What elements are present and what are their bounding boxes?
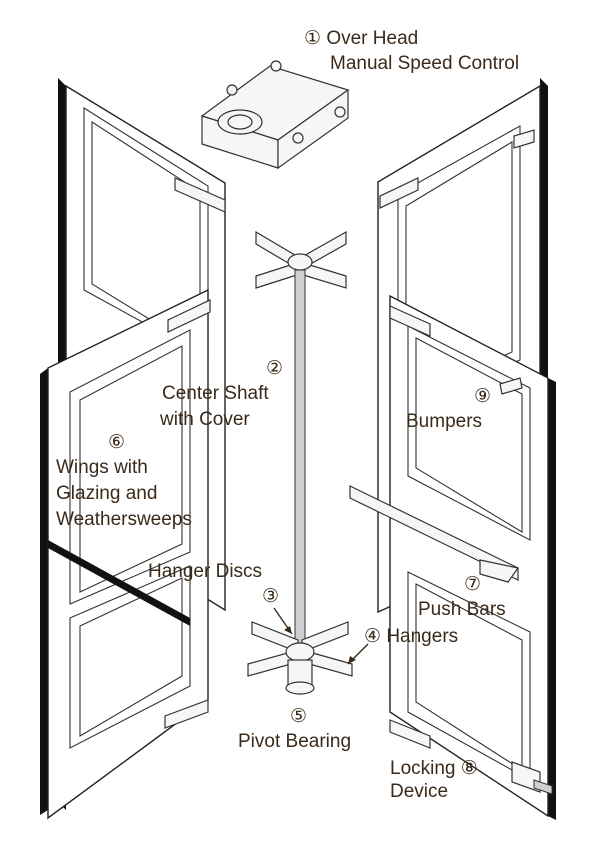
leader-lines [273,607,369,665]
center-shaft-text-2: with Cover [160,409,250,430]
wings-text-3: Weathersweeps [56,509,192,530]
hanger-discs-number: ③ [262,585,280,607]
speed-control-number: ① [304,27,322,49]
left-front-wing [40,288,211,820]
center-shaft-number: ② [266,357,284,379]
speed-control-label: ① Over Head [304,26,418,51]
hanger-discs-text: Hanger Discs [148,561,263,582]
locking-label: Locking ⑧ [390,756,478,781]
push-bar [349,485,520,583]
speed-control-text-1: Over Head [326,28,419,49]
hangers-text: Hangers [386,626,459,647]
upper-hanger-assembly [255,230,347,289]
pivot-bearing-number: ⑤ [290,705,308,727]
pivot-bearing-text: Pivot Bearing [238,731,352,752]
push-bars-text: Push Bars [418,599,506,620]
bumpers-number: ⑨ [474,385,492,407]
center-shaft-text-1: Center Shaft [162,383,269,404]
hangers-label: ④ Hangers [364,624,458,649]
bumpers-text: Bumpers [406,411,483,432]
locking-text-1: Locking [390,758,456,779]
wings-text-2: Glazing and [56,483,158,504]
wings-text-1: Wings with [56,457,148,478]
lower-hanger-assembly [247,621,353,695]
push-bars-number: ⑦ [464,573,482,595]
overhead-speed-control [200,60,350,170]
locking-number: ⑧ [460,757,478,779]
locking-text-2: Device [390,781,449,802]
hangers-number: ④ [364,625,382,647]
center-shaft [294,269,306,651]
wings-number: ⑥ [108,431,126,453]
speed-control-text-2: Manual Speed Control [330,53,520,74]
